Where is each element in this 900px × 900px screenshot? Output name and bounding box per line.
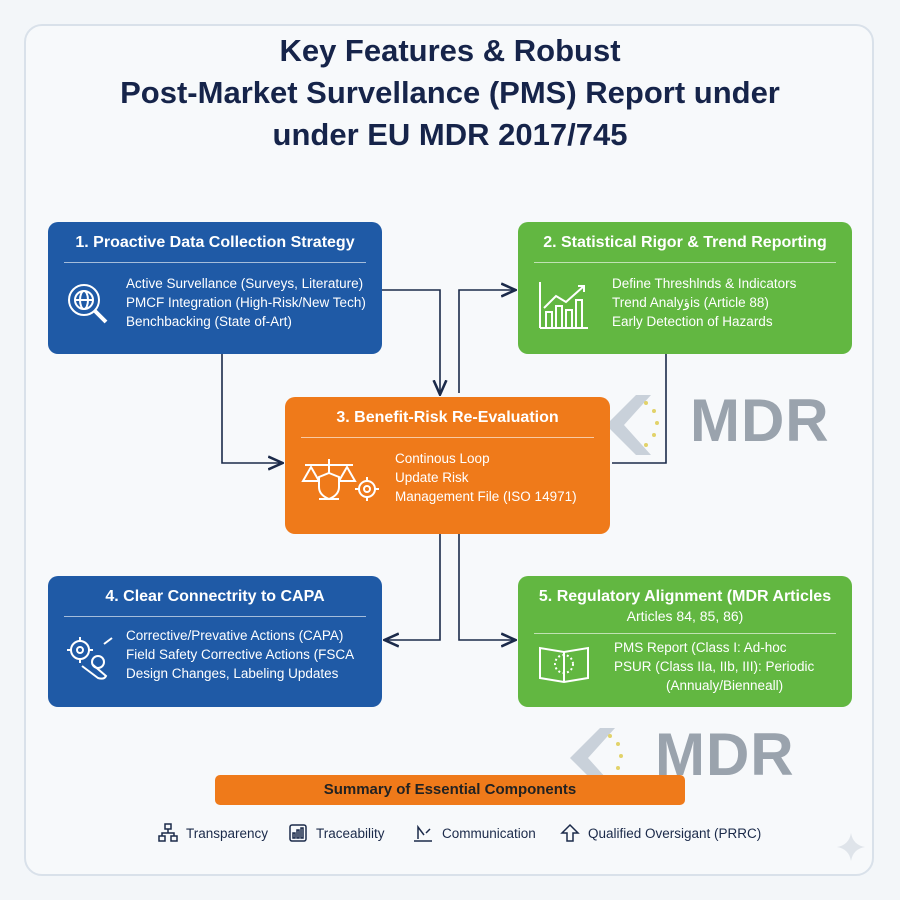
list-item: PMS Report (Class I: Ad-hoc	[614, 640, 787, 655]
title-line-3: under EU MDR 2017/745	[272, 117, 628, 152]
scale-shield-gear-icon	[301, 459, 379, 501]
footer-item-oversight: Qualified Oversigant (PRRC)	[560, 820, 761, 846]
card-heading: 3. Benefit-Risk Re-Evaluation	[336, 409, 559, 426]
card-list: Corrective/Prevative Actions (CAPA) Fiel…	[126, 626, 354, 683]
list-item: Field Safety Corrective Actions (FSCA	[126, 647, 355, 662]
card-subheading: Articles 84, 85, 86)	[626, 608, 744, 624]
footer-label: Qualified Oversigant (PRRC)	[588, 825, 762, 841]
list-item: Design Changes, Labeling Updates	[126, 666, 339, 681]
sparkle-icon	[837, 833, 865, 861]
card-data-collection: 1. Proactive Data Collection Strategy Ac…	[48, 222, 382, 354]
eu-stars-logo-icon	[606, 395, 659, 455]
list-item: Early Detection of Hazards	[612, 314, 773, 329]
title-line-2: Post-Market Survellance (PMS) Report und…	[120, 75, 780, 110]
list-item: Trend Analyؤis (Article 88)	[612, 295, 769, 310]
page-title: Key Features & Robust Post-Market Survel…	[0, 30, 900, 156]
card-divider	[534, 262, 836, 263]
footer-item-communication: Communication	[412, 820, 536, 846]
card-list: Define Threshlnds & Indicators Trend Ana…	[612, 274, 796, 331]
list-item: Define Threshlnds & Indicators	[612, 276, 797, 291]
list-item: Corrective/Prevative Actions (CAPA)	[126, 628, 344, 643]
card-heading: 2. Statistical Rigor & Trend Reporting	[543, 234, 827, 251]
globe-magnifier-icon	[68, 284, 108, 324]
list-item: Continous Loop	[395, 451, 490, 466]
summary-banner: Summary of Essential Components	[215, 775, 685, 805]
bar-chart-trend-icon	[539, 282, 588, 329]
megaphone-icon	[414, 824, 432, 842]
card-heading: 1. Proactive Data Collection Strategy	[75, 234, 355, 251]
list-item: Update Risk	[395, 470, 469, 485]
card-list: Active Survellance (Surveys, Literature)…	[126, 274, 366, 331]
title-line-1: Key Features & Robust	[279, 33, 621, 68]
card-divider	[64, 262, 366, 263]
footer-label: Traceability	[316, 825, 385, 841]
footer-item-transparency: Transparency	[158, 820, 268, 846]
arrow-card1-down-to-card3	[221, 354, 281, 463]
list-item: PSUR (Class IIa, IIb, III): Periodic	[614, 659, 815, 674]
card-divider	[301, 437, 594, 438]
eu-book-icon	[539, 646, 589, 684]
gears-wrench-icon	[67, 637, 113, 680]
footer-label: Transparency	[186, 825, 269, 841]
list-item: Benchbacking (State of-Art)	[126, 314, 292, 329]
arrow-card3-to-card4	[386, 534, 441, 640]
arrow-card1-to-card3	[382, 289, 440, 393]
card-divider	[534, 633, 836, 634]
footer-label: Communication	[442, 825, 536, 841]
list-item: PMCF Integration (High-Risk/New Tech)	[126, 295, 366, 310]
card-list: Continous Loop Update Risk Management Fi…	[395, 449, 577, 506]
card-heading: 4. Clear Connectrity to CAPA	[105, 588, 325, 605]
mdr-watermark: MDR	[690, 387, 830, 454]
card-divider	[64, 616, 366, 617]
hierarchy-icon	[158, 823, 178, 842]
card-list: PMS Report (Class I: Ad-hoc PSUR (Class …	[614, 638, 814, 695]
footer-item-traceability: Traceability	[288, 820, 385, 846]
card-benefit-risk: 3. Benefit-Risk Re-Evaluation Continous …	[285, 397, 610, 534]
card-capa: 4. Clear Connectrity to CAPA Corrective/…	[48, 576, 382, 707]
list-item: Active Survellance (Surveys, Literature)	[126, 276, 364, 291]
arrow-card3-to-card2	[458, 290, 514, 393]
list-item: Management File (ISO 14971)	[395, 489, 577, 504]
card-trend-reporting: 2. Statistical Rigor & Trend Reporting D…	[518, 222, 852, 354]
document-chart-icon	[289, 824, 307, 842]
arrow-card2-to-card3	[612, 354, 667, 464]
list-item: (Annualy/Bienneall)	[666, 678, 784, 693]
card-heading: 5. Regulatory Alignment (MDR Articles	[538, 588, 832, 605]
card-regulatory-alignment: 5. Regulatory Alignment (MDR Articles Ar…	[518, 576, 852, 707]
arrow-card3-to-card5	[458, 534, 514, 640]
up-arrow-icon	[560, 823, 580, 842]
